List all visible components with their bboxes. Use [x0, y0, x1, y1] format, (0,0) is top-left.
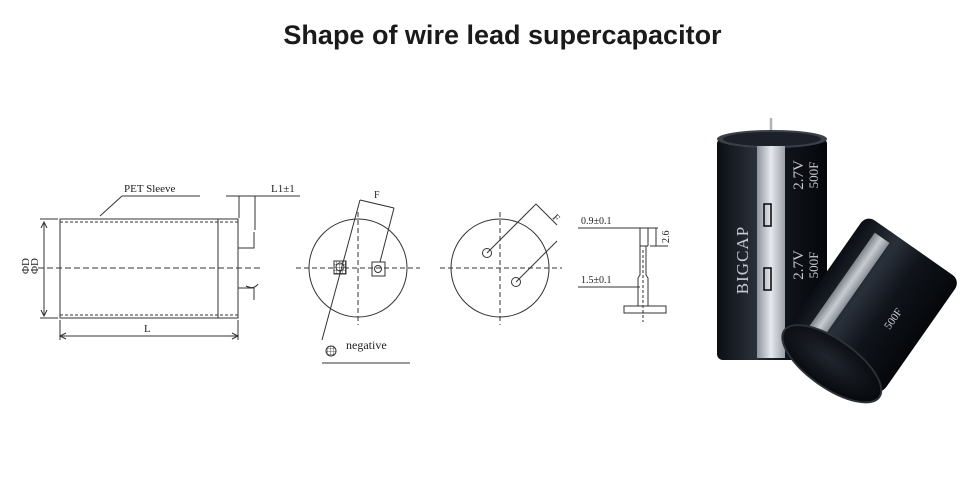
- negative-label: negative: [346, 338, 387, 352]
- capacitance-text-mid: 500F: [806, 252, 821, 279]
- page-title: Shape of wire lead supercapacitor: [283, 20, 722, 50]
- diameter-label-inner: ΦD: [29, 258, 41, 274]
- standing-capacitor: BIGCAP 2.7V 500F 2.7V 500F: [717, 118, 827, 360]
- lead-hole-a: [482, 248, 492, 258]
- brand-text-standing: BIGCAP: [733, 226, 752, 294]
- lying-capacitor: 500F: [781, 218, 957, 404]
- capacitance-text-top: 500F: [806, 162, 821, 189]
- pitch-label-1: F: [374, 190, 380, 201]
- l1-label: L1±1: [271, 183, 295, 195]
- voltage-text-top: 2.7V: [791, 160, 807, 190]
- voltage-text-mid: 2.7V: [791, 250, 807, 280]
- pet-sleeve-label: PET Sleeve: [124, 183, 176, 195]
- lead-height-label: 2.6: [661, 231, 672, 244]
- product-photo: BIGCAP 2.7V 500F 2.7V 500F 500F: [717, 118, 957, 404]
- length-label: L: [144, 323, 151, 335]
- wire-diameter-label: 0.9±0.1: [581, 216, 612, 227]
- lead-detail: [578, 227, 668, 322]
- lead-wires: [238, 232, 255, 300]
- side-view: [38, 195, 300, 340]
- lead-base: [623, 305, 667, 314]
- bottom-view-1: [296, 199, 420, 364]
- bottom-view-2: [440, 203, 562, 325]
- positive-terminal: [371, 261, 386, 277]
- base-diameter-label: 1.5±0.1: [581, 275, 612, 286]
- pitch-label-2: F: [550, 212, 562, 224]
- lead-hole-b: [511, 277, 521, 287]
- negative-marker: [325, 345, 337, 357]
- diameter-label-outer: ΦD: [20, 258, 32, 274]
